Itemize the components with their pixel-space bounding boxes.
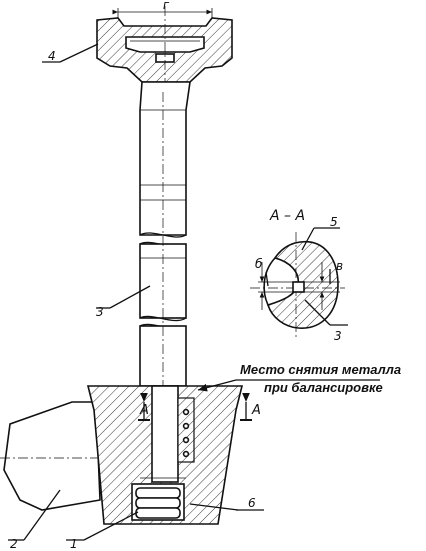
callout-2: 2 xyxy=(10,537,18,551)
callout-1: 1 xyxy=(70,537,78,551)
labels: г 4 3 2 1 6 5 3 A – A б в A A Место снят… xyxy=(10,0,401,551)
dimension-b: б xyxy=(255,257,263,271)
leader-lines xyxy=(8,43,380,541)
callout-5: 5 xyxy=(330,215,338,229)
dimension-v: в xyxy=(336,259,343,273)
section-view-a-a xyxy=(250,232,345,340)
callout-3: 3 xyxy=(96,305,104,319)
section-title: A – A xyxy=(269,208,305,224)
callout-6: 6 xyxy=(248,496,256,510)
cut-mark-left: A xyxy=(139,403,149,418)
dimension-top-width: г xyxy=(163,0,170,12)
annotation-line-2: при балансировке xyxy=(264,380,383,395)
section-cut-marks xyxy=(138,392,252,421)
top-head-part-4 xyxy=(96,6,233,92)
cut-mark-right: A xyxy=(251,403,261,418)
section-callout-3: 3 xyxy=(334,329,342,343)
callout-4: 4 xyxy=(48,49,56,63)
lower-body-part-1 xyxy=(0,385,244,525)
annotation-line-1: Место снятия металла xyxy=(240,362,401,377)
